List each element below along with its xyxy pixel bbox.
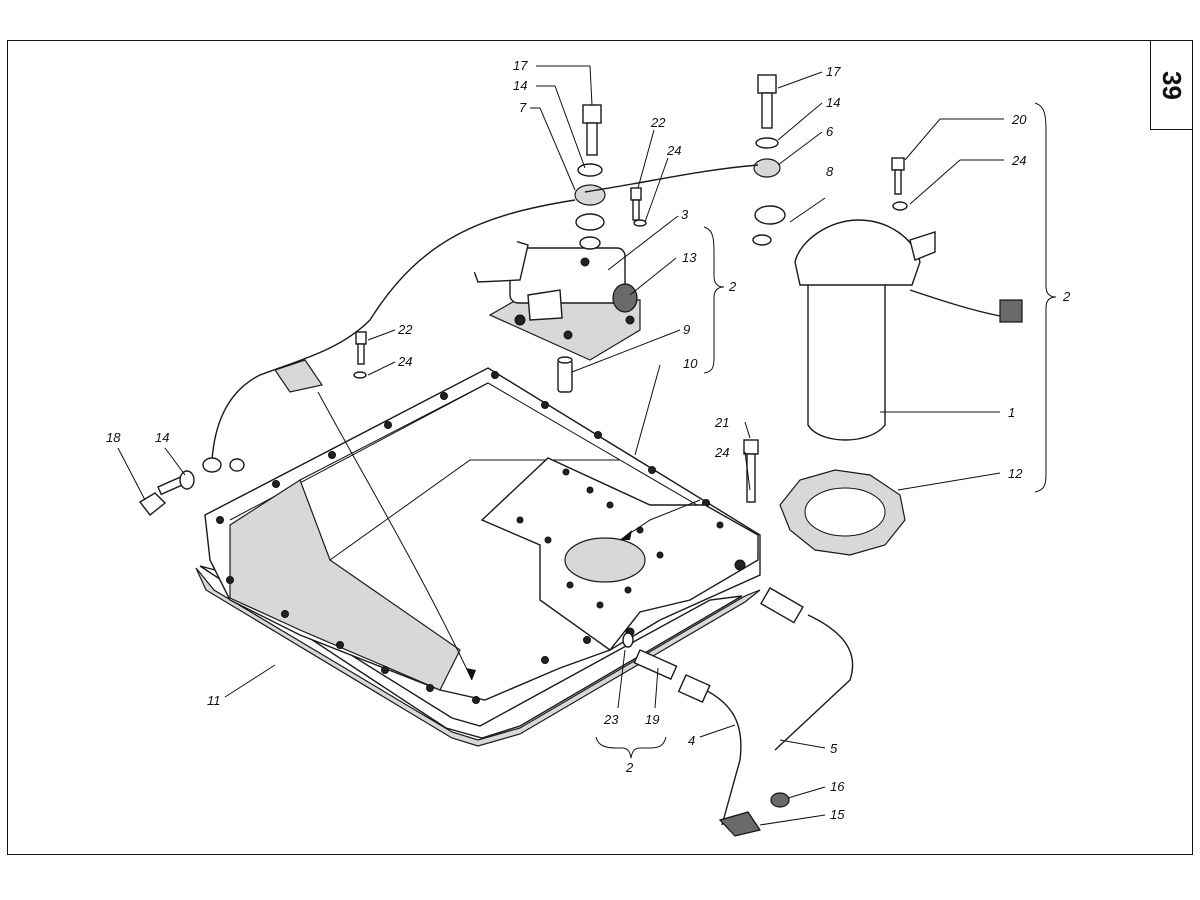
callout-4: 4 [688, 733, 695, 748]
oil-line-7-to-6 [211, 164, 759, 461]
mounting-plate-10 [480, 457, 759, 651]
callout-22-mid: 22 [397, 322, 413, 337]
callout-2-filter: 2 [1062, 289, 1071, 304]
pipe-5 [760, 587, 854, 751]
bolt-22-mid [355, 331, 367, 365]
callout-24-bolt21: 24 [714, 445, 729, 460]
callout-20: 20 [1011, 112, 1027, 127]
callout-labels: 17 14 7 22 24 3 13 2 9 10 22 24 17 14 6 … [106, 58, 1071, 822]
bolt-20 [891, 157, 905, 195]
callout-18: 18 [106, 430, 121, 445]
bolt-21 [743, 439, 759, 503]
callout-7: 7 [519, 100, 527, 115]
banjo-8 [752, 205, 786, 246]
callout-8: 8 [826, 164, 834, 179]
drawing-frame [7, 40, 1193, 855]
washer-24-filter [892, 201, 908, 211]
callout-2-fittings: 2 [625, 760, 634, 775]
line-eye-end [202, 457, 245, 473]
callout-2-pump: 2 [728, 279, 737, 294]
installation-arrows [317, 391, 701, 681]
washer-14-right [755, 137, 779, 149]
callout-14-bolt18: 14 [155, 430, 169, 445]
callout-22-top: 22 [650, 115, 666, 130]
callout-5: 5 [830, 741, 838, 756]
bolt-17-left [582, 104, 602, 156]
bolt-22-top [630, 187, 642, 221]
gasket-12 [779, 469, 906, 556]
callout-13: 13 [682, 250, 697, 265]
callout-19: 19 [645, 712, 659, 727]
callout-15: 15 [830, 807, 845, 822]
pipe-4 [677, 674, 742, 826]
callout-24-top: 24 [666, 143, 681, 158]
fitting-19 [622, 632, 678, 680]
callout-17-left: 17 [513, 58, 528, 73]
clamp-15 [718, 811, 761, 837]
callout-12: 12 [1008, 466, 1023, 481]
callout-11: 11 [207, 693, 221, 708]
callout-6: 6 [826, 124, 834, 139]
callout-14-left: 14 [513, 78, 527, 93]
callout-24-mid: 24 [397, 354, 412, 369]
bolt-17-right [757, 74, 777, 129]
callout-17-right: 17 [826, 64, 841, 79]
oil-pan-flange-holes [216, 371, 710, 704]
callout-24-filter: 24 [1011, 153, 1026, 168]
leader-lines [117, 65, 1004, 826]
washer-14-bolt18 [179, 470, 195, 490]
callout-14-right: 14 [826, 95, 840, 110]
clamp-on-line [274, 359, 323, 393]
page-number-box [1150, 40, 1193, 130]
callout-10: 10 [683, 356, 698, 371]
callout-3: 3 [681, 207, 689, 222]
washer-24-mid [353, 371, 367, 379]
washer-14-left [577, 163, 603, 177]
banjo-7 [574, 184, 606, 250]
nut-16 [770, 792, 790, 808]
callout-9: 9 [683, 322, 690, 337]
callout-1: 1 [1008, 405, 1015, 420]
pin-9 [557, 356, 573, 393]
oil-pump-3 [467, 237, 641, 361]
oil-filter-1 [794, 219, 1023, 441]
washer-24-top [633, 219, 647, 227]
callout-23: 23 [603, 712, 619, 727]
callout-16: 16 [830, 779, 845, 794]
group-brackets [595, 102, 1057, 759]
banjo-6 [753, 158, 781, 178]
callout-21: 21 [714, 415, 729, 430]
